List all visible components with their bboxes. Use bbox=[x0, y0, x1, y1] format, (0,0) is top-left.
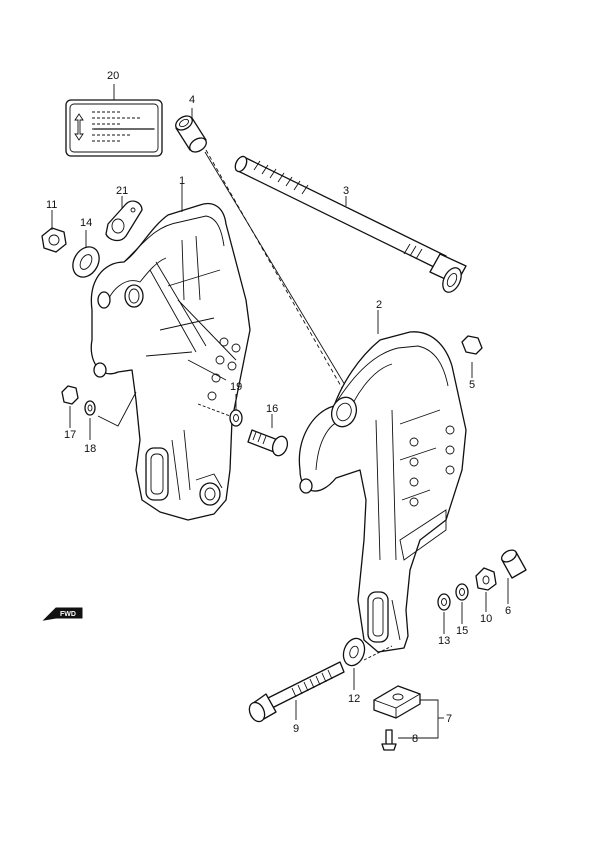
nut-part-11 bbox=[41, 227, 67, 253]
callout-21: 21 bbox=[116, 185, 128, 197]
callout-11: 11 bbox=[46, 199, 57, 211]
screw-part-8 bbox=[381, 729, 397, 751]
washer-part-18 bbox=[84, 400, 96, 416]
callout-12: 12 bbox=[348, 693, 360, 705]
leader-line bbox=[205, 149, 343, 389]
label-plate-part bbox=[65, 99, 163, 157]
callout-19: 19 bbox=[230, 381, 242, 393]
washer-part-12 bbox=[342, 637, 366, 667]
callout-8: 8 bbox=[412, 733, 418, 745]
bolt-part-16 bbox=[247, 429, 289, 457]
left-clamp-bracket-part bbox=[90, 202, 251, 521]
callout-15: 15 bbox=[456, 625, 468, 637]
callout-4: 4 bbox=[189, 94, 195, 106]
callout-2: 2 bbox=[376, 299, 382, 311]
callout-3: 3 bbox=[343, 185, 349, 197]
bushing-part bbox=[175, 115, 207, 153]
callout-labels: 20 4 1 21 11 14 3 2 5 19 16 17 18 6 10 1… bbox=[46, 70, 511, 745]
callout-17: 17 bbox=[64, 429, 76, 441]
callout-18: 18 bbox=[84, 443, 96, 455]
leader-line bbox=[97, 391, 137, 427]
nut-part-10 bbox=[475, 567, 497, 591]
fwd-arrow-icon: FWD bbox=[42, 607, 83, 621]
bolt-part-9 bbox=[248, 661, 345, 723]
block-part-7 bbox=[373, 685, 421, 719]
fwd-label: FWD bbox=[60, 611, 76, 618]
callout-10: 10 bbox=[480, 613, 492, 625]
cap-part-6 bbox=[500, 549, 527, 579]
gasket-part bbox=[105, 200, 143, 242]
callout-6: 6 bbox=[505, 605, 511, 617]
clamp-shaft-part bbox=[234, 155, 467, 293]
washer-part-15 bbox=[455, 583, 469, 601]
washer-part-14 bbox=[72, 246, 100, 278]
callout-16: 16 bbox=[266, 403, 278, 415]
washer-part-13 bbox=[437, 593, 451, 611]
leader-line bbox=[363, 645, 393, 661]
callout-1: 1 bbox=[179, 175, 185, 187]
callout-leaders bbox=[51, 84, 509, 739]
callout-13: 13 bbox=[438, 635, 450, 647]
washer-part-19 bbox=[229, 409, 243, 427]
right-clamp-bracket-part bbox=[298, 331, 467, 653]
callout-7: 7 bbox=[446, 713, 452, 725]
callout-20: 20 bbox=[107, 70, 119, 82]
leader-line bbox=[197, 403, 231, 417]
callout-9: 9 bbox=[293, 723, 299, 735]
nut-part-17 bbox=[61, 385, 79, 405]
callout-14: 14 bbox=[80, 217, 92, 229]
callout-5: 5 bbox=[469, 379, 475, 391]
nut-part-5 bbox=[461, 335, 483, 355]
